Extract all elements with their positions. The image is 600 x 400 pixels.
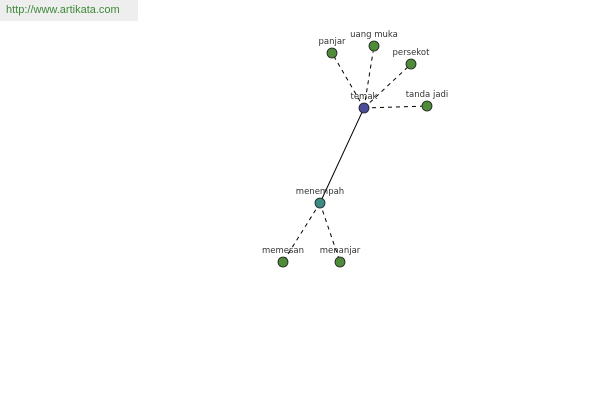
node-temak[interactable]: temak bbox=[351, 92, 378, 114]
edge-menempah-menanjar bbox=[319, 202, 341, 263]
node-uang_muka-dot[interactable] bbox=[368, 40, 380, 52]
node-uang_muka-label[interactable]: uang muka bbox=[350, 30, 398, 40]
node-memesan-dot[interactable] bbox=[277, 256, 289, 268]
node-tanda_jadi-dot[interactable] bbox=[421, 100, 433, 112]
nodes-layer: temak panjar uang muka persekot tanda jadi me… bbox=[262, 30, 449, 268]
node-panjar-dot[interactable] bbox=[326, 47, 338, 59]
node-panjar[interactable]: panjar bbox=[318, 37, 346, 59]
edge-temak-panjar bbox=[331, 52, 365, 109]
node-menempah-label[interactable]: menempah bbox=[296, 187, 344, 197]
node-menempah[interactable]: menempah bbox=[296, 187, 344, 209]
node-memesan[interactable]: memesan bbox=[262, 246, 304, 268]
edge-temak-persekot bbox=[363, 63, 412, 109]
node-menanjar-dot[interactable] bbox=[334, 256, 346, 268]
edge-menempah-memesan bbox=[282, 202, 321, 263]
node-persekot[interactable]: persekot bbox=[393, 48, 431, 70]
node-tanda_jadi-label[interactable]: tanda jadi bbox=[406, 90, 449, 100]
node-memesan-label[interactable]: memesan bbox=[262, 246, 304, 256]
node-persekot-label[interactable]: persekot bbox=[393, 48, 431, 58]
node-menanjar-label[interactable]: menanjar bbox=[320, 246, 361, 256]
node-menanjar[interactable]: menanjar bbox=[320, 246, 361, 268]
node-panjar-label[interactable]: panjar bbox=[318, 37, 346, 47]
node-menempah-dot[interactable] bbox=[314, 197, 326, 209]
node-tanda_jadi[interactable]: tanda jadi bbox=[406, 90, 449, 112]
edge-temak-tanda_jadi bbox=[363, 105, 428, 109]
edge-temak-uang_muka bbox=[363, 45, 375, 109]
site-url-banner[interactable]: http://www.artikata.com bbox=[0, 0, 138, 21]
node-temak-dot[interactable] bbox=[358, 102, 370, 114]
edge-temak-menempah bbox=[319, 107, 365, 204]
node-persekot-dot[interactable] bbox=[405, 58, 417, 70]
node-temak-label[interactable]: temak bbox=[351, 92, 378, 102]
edges-layer bbox=[282, 45, 428, 263]
node-uang_muka[interactable]: uang muka bbox=[350, 30, 398, 52]
